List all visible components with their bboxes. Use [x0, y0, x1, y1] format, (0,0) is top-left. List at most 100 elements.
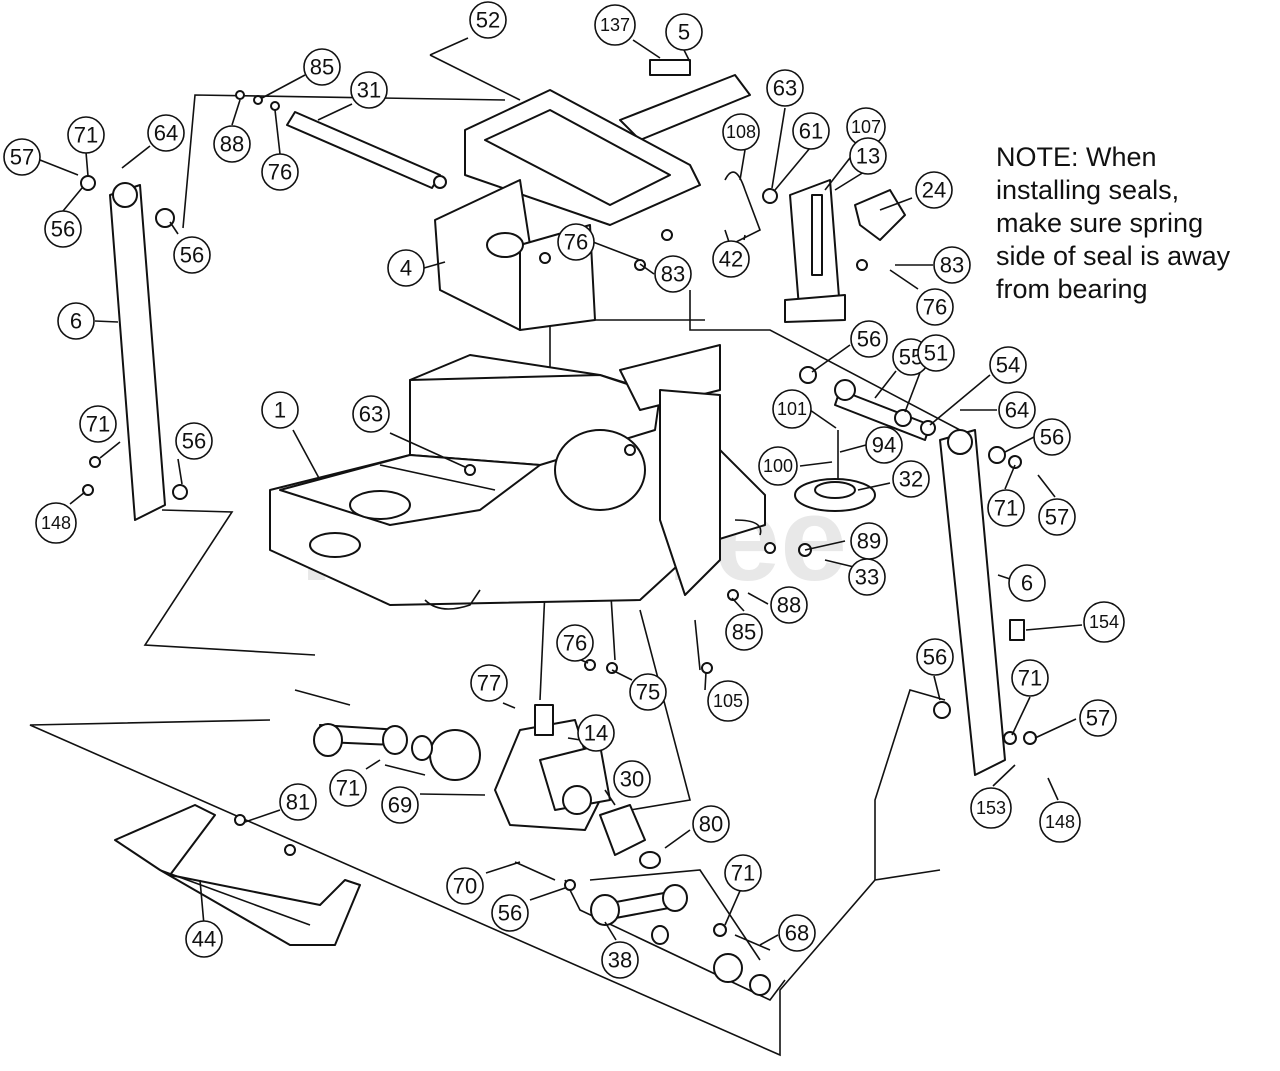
hardware: [234, 90, 868, 937]
svg-text:71: 71: [994, 496, 1018, 521]
callout-56-top-left-b: 56: [173, 236, 211, 274]
callout-88-mid: 88: [770, 586, 808, 624]
svg-text:61: 61: [799, 119, 823, 144]
callout-76-mid: 76: [557, 223, 595, 261]
callout-76-right: 76: [916, 288, 954, 326]
svg-text:69: 69: [388, 793, 412, 818]
callout-148-left: 148: [35, 502, 77, 544]
svg-text:80: 80: [699, 812, 723, 837]
callout-68: 68: [778, 914, 816, 952]
svg-text:44: 44: [192, 927, 216, 952]
svg-text:24: 24: [922, 178, 946, 203]
svg-text:71: 71: [1018, 666, 1042, 691]
svg-text:100: 100: [763, 456, 793, 476]
note-line-1: NOTE: When: [996, 142, 1157, 172]
callout-38: 38: [601, 941, 639, 979]
callout-71-left-mid: 71: [79, 405, 117, 443]
note-line-2: installing seals,: [996, 175, 1180, 205]
callout-71-left-lower: 71: [329, 769, 367, 807]
callout-54: 54: [989, 346, 1027, 384]
svg-text:56: 56: [857, 327, 881, 352]
callout-57-right-lower: 57: [1079, 699, 1117, 737]
callout-85-mid: 85: [725, 613, 763, 651]
svg-text:57: 57: [1086, 706, 1110, 731]
callout-6-left: 6: [57, 302, 95, 340]
svg-text:32: 32: [899, 467, 923, 492]
svg-text:107: 107: [851, 117, 881, 137]
callout-57-right-upper: 57: [1038, 498, 1076, 536]
callout-71-right-lower: 71: [1011, 659, 1049, 697]
callout-76-lower: 76: [556, 624, 594, 662]
svg-text:89: 89: [857, 529, 881, 554]
callout-56-arm: 56: [850, 320, 888, 358]
svg-text:57: 57: [10, 145, 34, 170]
svg-text:52: 52: [476, 8, 500, 33]
svg-text:31: 31: [357, 78, 381, 103]
svg-text:71: 71: [336, 776, 360, 801]
svg-text:85: 85: [310, 55, 334, 80]
callout-71-bottom: 71: [724, 854, 762, 892]
gearbox: [494, 704, 611, 831]
svg-text:88: 88: [777, 593, 801, 618]
callout-77: 77: [470, 664, 508, 702]
svg-text:70: 70: [453, 874, 477, 899]
callout-56-top-left-a: 56: [44, 210, 82, 248]
callout-33: 33: [848, 558, 886, 596]
callout-51: 51: [917, 334, 955, 372]
svg-text:94: 94: [872, 433, 896, 458]
callout-6-right: 6: [1008, 564, 1046, 602]
callout-148-right: 148: [1039, 801, 1081, 843]
callout-85-top: 85: [303, 48, 341, 86]
callout-70: 70: [446, 867, 484, 905]
svg-text:71: 71: [86, 412, 110, 437]
svg-text:51: 51: [924, 341, 948, 366]
svg-text:76: 76: [564, 230, 588, 255]
svg-text:5: 5: [678, 20, 690, 45]
svg-text:56: 56: [180, 243, 204, 268]
callout-107: 107: [846, 107, 886, 147]
callout-44: 44: [185, 920, 223, 958]
callout-63-top: 63: [766, 69, 804, 107]
callout-94: 94: [865, 426, 903, 464]
callout-100: 100: [758, 446, 798, 486]
callout-32: 32: [892, 460, 930, 498]
callout-31: 31: [350, 71, 388, 109]
svg-text:33: 33: [855, 565, 879, 590]
svg-text:42: 42: [719, 247, 743, 272]
svg-text:56: 56: [182, 429, 206, 454]
svg-text:54: 54: [996, 353, 1020, 378]
callout-56-right-lower: 56: [916, 638, 954, 676]
svg-text:105: 105: [713, 691, 743, 711]
svg-text:108: 108: [726, 122, 756, 142]
svg-text:64: 64: [154, 121, 178, 146]
svg-text:4: 4: [400, 256, 412, 281]
link-right: [933, 429, 1037, 776]
callout-76-top: 76: [261, 153, 299, 191]
svg-text:77: 77: [477, 671, 501, 696]
svg-text:137: 137: [600, 15, 630, 35]
callout-108: 108: [722, 113, 760, 151]
callout-75: 75: [629, 673, 667, 711]
svg-text:71: 71: [74, 123, 98, 148]
svg-text:76: 76: [563, 631, 587, 656]
callout-63-mid: 63: [352, 395, 390, 433]
callout-30: 30: [613, 760, 651, 798]
svg-text:85: 85: [732, 620, 756, 645]
svg-text:63: 63: [773, 76, 797, 101]
svg-text:1: 1: [274, 398, 286, 423]
svg-text:153: 153: [976, 798, 1006, 818]
svg-text:81: 81: [286, 790, 310, 815]
rod-31: [286, 111, 447, 189]
svg-text:63: 63: [359, 402, 383, 427]
svg-text:64: 64: [1005, 398, 1029, 423]
callout-14: 14: [577, 714, 615, 752]
callout-1: 1: [261, 391, 299, 429]
svg-text:83: 83: [661, 262, 685, 287]
svg-text:57: 57: [1045, 505, 1069, 530]
main-frame: [269, 344, 766, 610]
callout-64-top-left: 64: [147, 114, 185, 152]
svg-text:68: 68: [785, 921, 809, 946]
svg-text:13: 13: [856, 144, 880, 169]
callout-71-top-left: 71: [67, 116, 105, 154]
